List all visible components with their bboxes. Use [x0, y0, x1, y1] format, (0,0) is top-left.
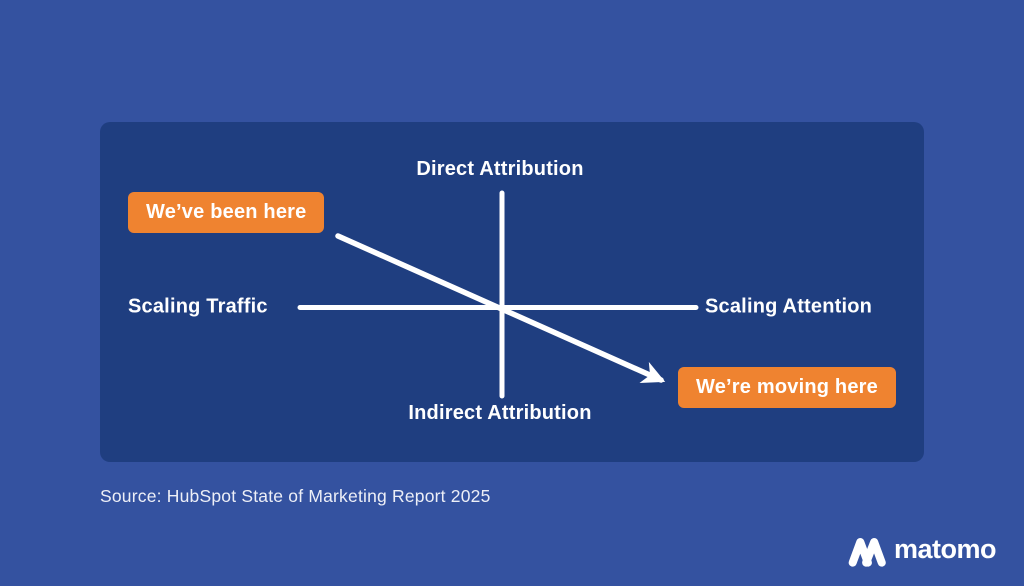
matomo-wordmark: matomo — [893, 534, 997, 564]
source-caption: Source: HubSpot State of Marketing Repor… — [100, 486, 491, 506]
trend-arrow — [335, 233, 666, 384]
axis-label-scaling-attention: Scaling Attention — [705, 295, 873, 318]
badge-weve-been-here: We’ve been here — [128, 192, 325, 233]
axis-label-direct-attribution: Direct Attribution — [416, 158, 584, 180]
badge-were-moving-here: We’re moving here — [678, 367, 896, 408]
quadrant-diagram-panel: Direct Attribution Indirect Attribution … — [100, 122, 924, 462]
matomo-logo: matomo — [847, 534, 997, 568]
axis-label-indirect-attribution: Indirect Attribution — [408, 402, 592, 424]
matomo-m-icon — [848, 538, 886, 567]
axes-and-arrow-graphic — [297, 190, 699, 399]
axis-label-scaling-traffic: Scaling Traffic — [128, 295, 268, 318]
